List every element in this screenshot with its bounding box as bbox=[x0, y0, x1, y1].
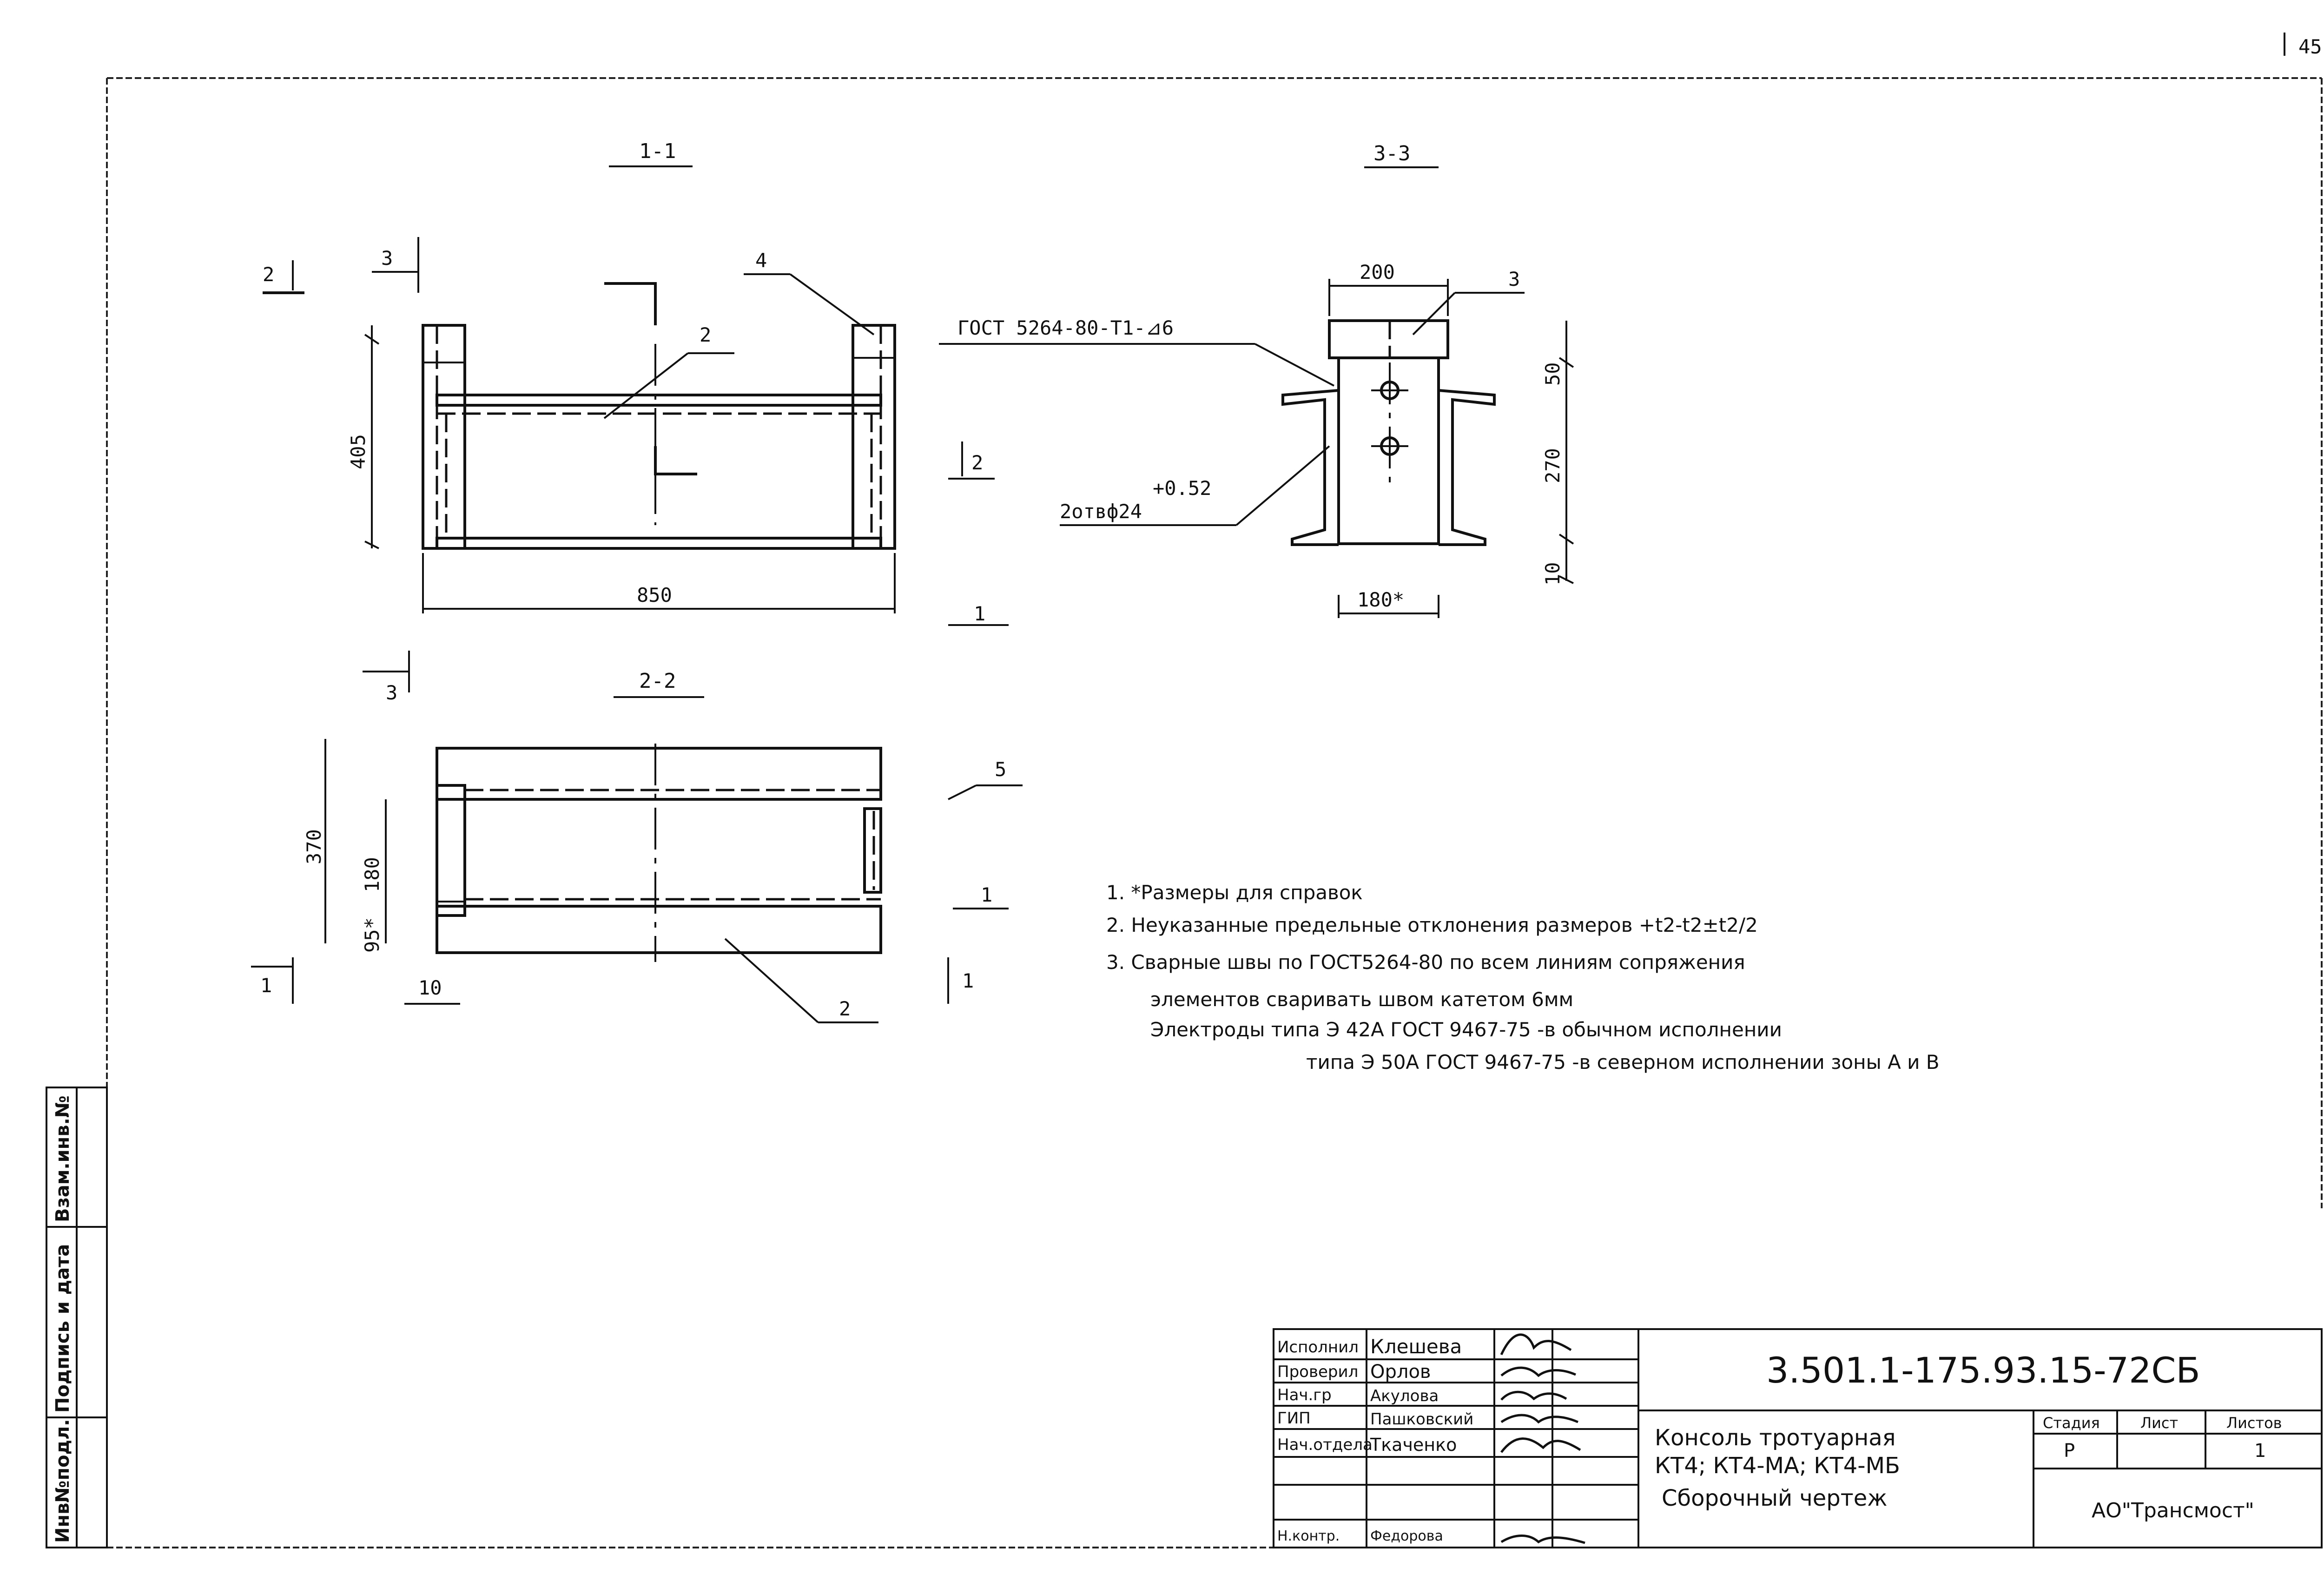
sheets-label: Листов bbox=[2226, 1414, 2282, 1432]
sheet-label: Лист bbox=[2140, 1414, 2178, 1432]
callout-2: 2 bbox=[700, 323, 711, 346]
dim-width: 850 bbox=[637, 584, 672, 606]
cut-mark-1-left: 1 bbox=[260, 974, 272, 997]
title-line: КТ4; КТ4-МА; КТ4-МБ bbox=[1655, 1453, 1900, 1479]
callout-4: 4 bbox=[755, 249, 767, 272]
section-1-1: 1-1 2 4 405 8 bbox=[263, 139, 1009, 626]
general-notes: 1. *Размеры для справок 2. Неуказанные п… bbox=[1106, 881, 1940, 1074]
dim-50: 50 bbox=[1541, 362, 1564, 386]
side-vzam: Взам.инв.№ bbox=[52, 1095, 73, 1222]
dim-top-200: 200 bbox=[1360, 261, 1395, 283]
note-line: элементов сваривать швом катетом 6мм bbox=[1150, 988, 1573, 1011]
note-line: 1. *Размеры для справок bbox=[1106, 881, 1363, 904]
section-title: 2-2 bbox=[639, 669, 676, 693]
cut-mark-1-mid: 1 bbox=[981, 883, 992, 906]
weld-note: ГОСТ 5264-80-Т1-⊿6 bbox=[957, 316, 1174, 339]
stage-label: Стадия bbox=[2043, 1414, 2100, 1432]
side-inv-podl: Инв№подл. bbox=[52, 1419, 73, 1543]
roles-row: Нач.отдела bbox=[1277, 1436, 1373, 1454]
roles-row: ГИП bbox=[1277, 1409, 1311, 1428]
cut-mark-1-right: 1 bbox=[962, 969, 974, 992]
organization: АО"Трансмост" bbox=[2092, 1499, 2254, 1522]
dim-270: 270 bbox=[1541, 448, 1564, 483]
roles-row: Нач.гр bbox=[1277, 1386, 1332, 1404]
note-line: Электроды типа Э 42А ГОСТ 9467-75 -в обы… bbox=[1150, 1018, 1782, 1041]
callout-3: 3 bbox=[1508, 268, 1520, 290]
dim-180: 180 bbox=[361, 857, 383, 892]
sheet-frame bbox=[106, 77, 2323, 1548]
names-row: Клешева bbox=[1370, 1335, 1462, 1358]
names-row: Пашковский bbox=[1370, 1410, 1473, 1429]
dim-height: 405 bbox=[347, 434, 370, 469]
dim-95: 95* bbox=[361, 917, 383, 953]
dim-10: 10 bbox=[418, 976, 442, 999]
names-row: Акулова bbox=[1370, 1387, 1439, 1405]
holes-tolerance: +0.52 bbox=[1153, 477, 1211, 500]
cut-mark-1-bottom: 1 bbox=[974, 602, 985, 625]
section-title: 1-1 bbox=[639, 139, 676, 163]
cut-mark-3: 3 bbox=[386, 681, 397, 704]
stage-value: Р bbox=[2064, 1440, 2075, 1462]
page-number: 45 bbox=[2298, 35, 2322, 58]
title-line: Консоль тротуарная bbox=[1655, 1425, 1896, 1451]
title-line: Сборочный чертеж bbox=[1662, 1485, 1888, 1511]
dim-370: 370 bbox=[303, 829, 325, 864]
cut-mark-2-left: 2 bbox=[263, 263, 274, 286]
sheets-value: 1 bbox=[2254, 1440, 2266, 1462]
section-2-2: 2-2 370 180 95* 10 5 2 bbox=[251, 651, 1023, 1023]
note-line: 3. Сварные швы по ГОСТ5264-80 по всем ли… bbox=[1106, 951, 1745, 974]
names-row: Орлов bbox=[1370, 1361, 1431, 1383]
dim-10: 10 bbox=[1541, 562, 1564, 586]
roles-row: Н.контр. bbox=[1277, 1528, 1340, 1544]
callout-5: 5 bbox=[995, 758, 1006, 781]
dim-bottom-180: 180* bbox=[1357, 588, 1404, 611]
section-3-3: 3-3 200 3 50 270 10 bbox=[939, 142, 1574, 618]
document-code: 3.501.1-175.93.15-72СБ bbox=[1766, 1350, 2200, 1391]
section-title: 3-3 bbox=[1373, 142, 1410, 165]
side-podpis: Подпись и дата bbox=[52, 1244, 73, 1413]
callout-2: 2 bbox=[839, 997, 851, 1020]
note-line: типа Э 50А ГОСТ 9467-75 -в северном испо… bbox=[1306, 1051, 1940, 1074]
names-row: Ткаченко bbox=[1370, 1435, 1457, 1455]
names-row: Федорова bbox=[1370, 1528, 1443, 1544]
holes-note: 2отвф24 bbox=[1060, 500, 1142, 523]
cut-mark-3-top: 3 bbox=[381, 247, 393, 270]
signature-strokes bbox=[1500, 1333, 1585, 1544]
roles-row: Проверил bbox=[1277, 1363, 1358, 1381]
side-stamp: Взам.инв.№ Подпись и дата Инв№подл. bbox=[46, 1087, 108, 1548]
cut-mark-2-right: 2 bbox=[971, 451, 983, 474]
title-block: Исполнил Проверил Нач.гр ГИП Нач.отдела … bbox=[1273, 1328, 2323, 1548]
note-line: 2. Неуказанные предельные отклонения раз… bbox=[1106, 914, 1758, 936]
roles-row: Исполнил bbox=[1277, 1338, 1359, 1357]
